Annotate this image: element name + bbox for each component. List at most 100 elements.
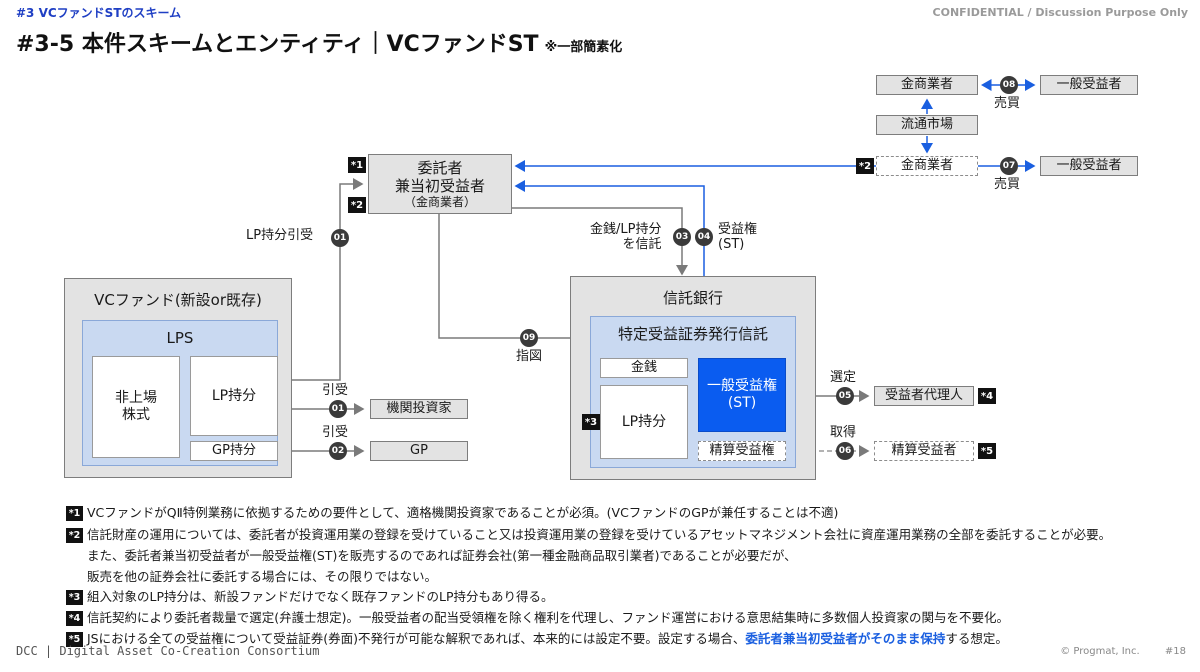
footer-right: © Progmat, Inc. #18 (1060, 646, 1186, 657)
note-3-text: 組入対象のLP持分は、新設ファンドだけでなく既存ファンドのLP持分もあり得る。 (87, 589, 554, 604)
gp-label: GP (410, 443, 428, 459)
note-marker-2b: *2 (856, 158, 874, 174)
general-mid-label: 一般受益者 (1056, 158, 1122, 174)
lp-share-box: LP持分 (190, 356, 278, 436)
note-5-mark: *5 (66, 632, 83, 647)
title-note: ※一部簡素化 (544, 40, 623, 55)
gp-box: GP (370, 441, 468, 461)
general-mid-box: 一般受益者 (1040, 156, 1138, 176)
beneficiary-agent-box: 受益者代理人 (874, 386, 974, 406)
institutional-label: 機関投資家 (386, 401, 452, 417)
trustor-label-1: 委託者 (417, 158, 463, 177)
settlement-beneficiary-label: 精算受益者 (891, 443, 957, 459)
gp-share-label: GP持分 (212, 443, 256, 459)
note-1-text: VCファンドがQⅡ特例業務に依拠するための要件として、適格機関投資家であることが… (87, 505, 839, 520)
step-07-badge: 07 (1000, 157, 1018, 175)
benefit-st-label-1: 受益権 (718, 222, 758, 237)
unlisted-stock-box: 非上場 株式 (92, 356, 180, 458)
dealer-top-label: 金商業者 (900, 77, 953, 93)
note-2: *2 信託財産の運用については、委託者が投資運用業の登録を受けていること又は投資運… (66, 524, 1111, 543)
note-2-text: 信託財産の運用については、委託者が投資運用業の登録を受けていること又は投資運用業… (87, 527, 1112, 542)
step-06-badge: 06 (836, 442, 854, 460)
page-title: #3-5 本件スキームとエンティティ｜VCファンドST ※一部簡素化 (16, 26, 622, 58)
confidential-label: CONFIDENTIAL / Discussion Purpose Only (932, 6, 1188, 19)
note-2-mark: *2 (66, 528, 83, 543)
dealer-top-box: 金商業者 (876, 75, 978, 95)
sale-top-label: 売買 (994, 96, 1021, 111)
note-1-mark: *1 (66, 506, 83, 521)
step-01a-badge: 01 (331, 229, 349, 247)
trustor-label-2: 兼当初受益者 (394, 176, 485, 195)
note-marker-5: *5 (978, 443, 996, 459)
note-marker-3: *3 (582, 414, 600, 430)
general-benefit-label-2: (ST) (727, 395, 757, 411)
vc-fund-label: VCファンド(新設or既存) (94, 291, 262, 309)
trustor-box: 委託者 兼当初受益者 （金商業者） (368, 154, 512, 214)
trust-lp-share-label: LP持分 (621, 413, 667, 430)
step-01b-badge: 01 (329, 400, 347, 418)
general-top-box: 一般受益者 (1040, 75, 1138, 95)
settlement-beneficiary-box: 精算受益者 (874, 441, 974, 461)
note-4-text: 信託契約により委託者裁量で選定(弁護士想定)。一般受益者の配当受領権を除く権利を… (87, 610, 1010, 625)
gp-share-box: GP持分 (190, 441, 278, 461)
step-04-badge: 04 (695, 228, 713, 246)
note-1: *1 VCファンドがQⅡ特例業務に依拠するための要件として、適格機関投資家であるこ… (66, 502, 838, 521)
note-5-text-post: する想定。 (945, 631, 1008, 646)
subscribe-label-1: 引受 (322, 383, 349, 398)
benefit-st-label-2: (ST) (718, 236, 745, 252)
money-trust-label-1: 金銭/LP持分 (590, 222, 662, 237)
note-2c: 販売を他の証券会社に委託する場合には、その限りではない。 (87, 569, 438, 584)
institutional-investor-box: 機関投資家 (370, 399, 468, 419)
step-02-badge: 02 (329, 442, 347, 460)
trust-bank-label: 信託銀行 (662, 289, 723, 307)
subscribe-label-2: 引受 (322, 425, 349, 440)
note-5-text-pre: JSにおける全ての受益権について受益証券(券面)不発行が可能な解釈であれば、本来… (87, 631, 746, 646)
general-benefit-st-box: 一般受益権 (ST) (698, 358, 786, 432)
lp-transfer-label: LP持分引受 (246, 228, 314, 243)
trust-type-label: 特定受益証券発行信託 (617, 325, 768, 343)
note-3-mark: *3 (66, 590, 83, 605)
beneficiary-agent-label: 受益者代理人 (884, 388, 963, 404)
select-label: 選定 (830, 370, 857, 385)
step-08-badge: 08 (1000, 76, 1018, 94)
copyright: © Progmat, Inc. (1060, 646, 1140, 657)
note-4-mark: *4 (66, 611, 83, 626)
general-benefit-label-1: 一般受益権 (707, 378, 777, 395)
acquire-label: 取得 (830, 425, 857, 440)
unlisted-label-1: 非上場 (115, 390, 157, 407)
note-marker-2: *2 (348, 197, 366, 213)
footer-org: DCC | Digital Asset Co-Creation Consorti… (16, 644, 320, 658)
lp-share-label: LP持分 (211, 387, 257, 404)
note-marker-1: *1 (348, 157, 366, 173)
money-label: 金銭 (630, 360, 657, 376)
lps-label: LPS (166, 329, 194, 347)
money-trust-label-2: を信託 (622, 236, 662, 252)
unlisted-label-2: 株式 (122, 407, 150, 423)
settlement-right-box: 精算受益権 (698, 441, 786, 461)
step-03-badge: 03 (673, 228, 691, 246)
secondary-market-box: 流通市場 (876, 115, 978, 135)
page-title-text: #3-5 本件スキームとエンティティ｜VCファンドST (16, 32, 539, 57)
money-trust-label: 金銭/LP持分 を信託 (590, 222, 662, 253)
step-05-badge: 05 (836, 387, 854, 405)
note-5-highlight: 委託者兼当初受益者がそのまま保持 (745, 631, 946, 646)
money-box: 金銭 (600, 358, 688, 378)
benefit-st-label: 受益権 (ST) (718, 222, 758, 253)
section-tag: #3 VCファンドSTのスキーム (16, 6, 182, 20)
note-marker-4: *4 (978, 388, 996, 404)
dealer-mid-label: 金商業者 (900, 158, 953, 174)
trust-lp-share-box: LP持分 (600, 385, 688, 459)
step-09-badge: 09 (520, 329, 538, 347)
instruction-label: 指図 (516, 349, 543, 364)
dealer-mid-box: 金商業者 (876, 156, 978, 176)
page-number: #18 (1164, 646, 1186, 657)
note-3: *3 組入対象のLP持分は、新設ファンドだけでなく既存ファンドのLP持分もあり得る… (66, 586, 554, 605)
settlement-right-label: 精算受益権 (709, 443, 775, 459)
secondary-market-label: 流通市場 (900, 117, 953, 133)
note-2b: また、委託者兼当初受益者が一般受益権(ST)を販売するのであれば証券会社(第一種… (87, 548, 797, 563)
trustor-label-3: （金商業者） (403, 194, 476, 209)
general-top-label: 一般受益者 (1056, 77, 1122, 93)
note-5: *5 JSにおける全ての受益権について受益証券(券面)不発行が可能な解釈であれば、… (66, 628, 1008, 647)
sale-mid-label: 売買 (994, 177, 1021, 192)
note-4: *4 信託契約により委託者裁量で選定(弁護士想定)。一般受益者の配当受領権を除く権… (66, 607, 1009, 626)
